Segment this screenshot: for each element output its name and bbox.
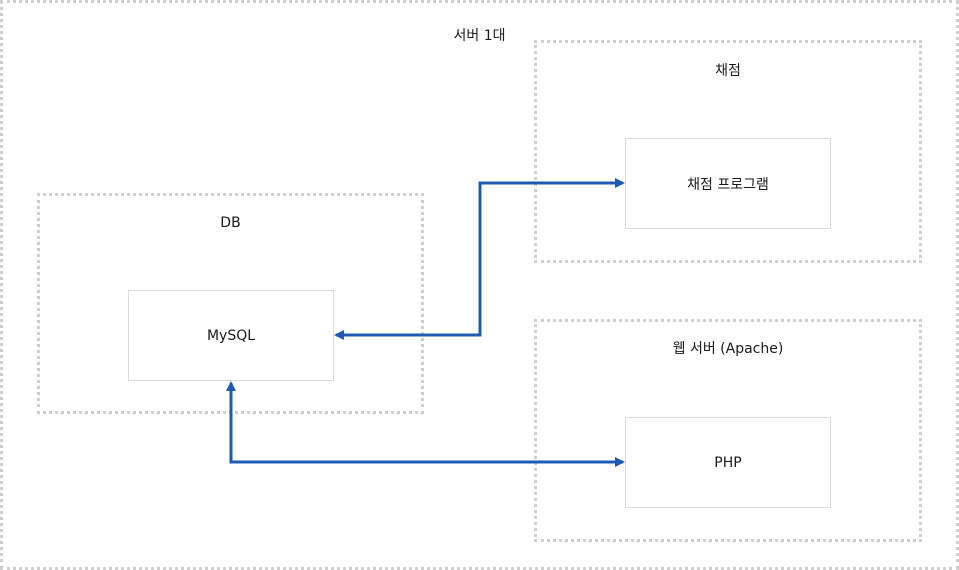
mysql-label: MySQL [206, 327, 256, 344]
grading-group-title: 채점 [715, 63, 741, 79]
grading-program-node[interactable]: 채점 프로그램 [625, 138, 831, 229]
mysql-node[interactable]: MySQL [128, 290, 334, 381]
grading-program-label: 채점 프로그램 [687, 176, 769, 193]
db-group-title: DB [220, 215, 241, 231]
php-node[interactable]: PHP [625, 417, 831, 508]
web-server-group-title: 웹 서버 (Apache) [672, 341, 784, 357]
server-title: 서버 1대 [453, 28, 506, 44]
php-label: PHP [714, 454, 742, 471]
grading-group: 채점 [534, 40, 922, 263]
